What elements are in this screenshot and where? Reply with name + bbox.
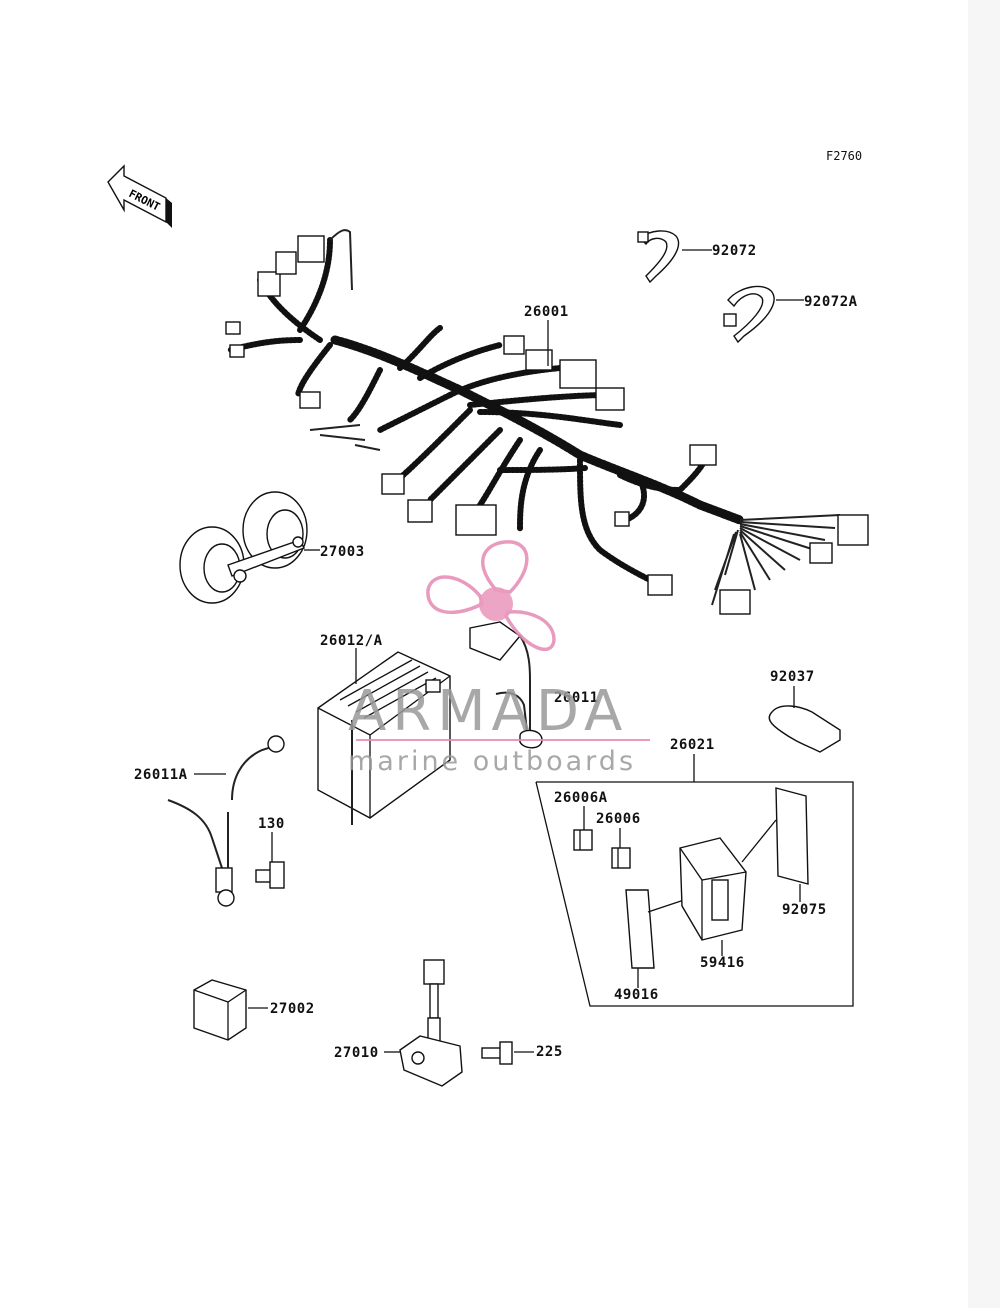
part-label-26021: 26021 (670, 737, 715, 753)
relay-27002 (193, 979, 247, 1041)
part-label-27003: 27003 (320, 544, 365, 560)
watermark-subtitle: marine outboards (348, 746, 636, 777)
part-label-26012a: 26012/A (320, 633, 383, 649)
part-label-27002: 27002 (270, 1001, 315, 1017)
horn-27003 (179, 491, 308, 604)
cable-26011a (167, 735, 285, 907)
band-92072 (637, 230, 680, 284)
propeller-logo-icon (426, 540, 556, 652)
part-label-92037: 92037 (770, 669, 815, 685)
cover-92075 (741, 787, 809, 885)
main-harness-26001 (225, 229, 869, 615)
part-label-92072a: 92072A (804, 294, 858, 310)
part-label-26006: 26006 (596, 811, 641, 827)
relay-assembly-59416 (679, 837, 747, 941)
part-label-26011a: 26011A (134, 767, 188, 783)
watermark: ARMADA marine outboards (348, 540, 650, 777)
relay-box-frame-26021 (535, 781, 854, 1007)
band-92072a (723, 285, 775, 344)
part-label-59416: 59416 (700, 955, 745, 971)
part-label-26011: 26011 (554, 690, 599, 706)
part-label-49016: 49016 (614, 987, 659, 1003)
page-edge-shade (968, 0, 1000, 1308)
part-label-92075: 92075 (782, 902, 827, 918)
part-label-26001: 26001 (524, 304, 569, 320)
front-arrow-icon: FRONT (107, 164, 172, 228)
battery-26012a (317, 651, 451, 825)
figure-code: F2760 (826, 149, 862, 163)
part-label-130: 130 (258, 816, 285, 832)
part-label-27010: 27010 (334, 1045, 379, 1061)
cable-26011 (469, 621, 543, 749)
clamp-92037 (768, 705, 841, 753)
fuse-26006 (611, 847, 631, 869)
part-label-92072: 92072 (712, 243, 757, 259)
part-label-225: 225 (536, 1044, 563, 1060)
sensor-27010 (399, 959, 463, 1087)
cover-49016 (625, 889, 691, 969)
screw-225 (481, 1041, 513, 1065)
part-label-26006a: 26006A (554, 790, 608, 806)
watermark-title: ARMADA (348, 679, 628, 744)
bolt-130 (255, 861, 285, 889)
fuse-26006a (573, 829, 593, 851)
